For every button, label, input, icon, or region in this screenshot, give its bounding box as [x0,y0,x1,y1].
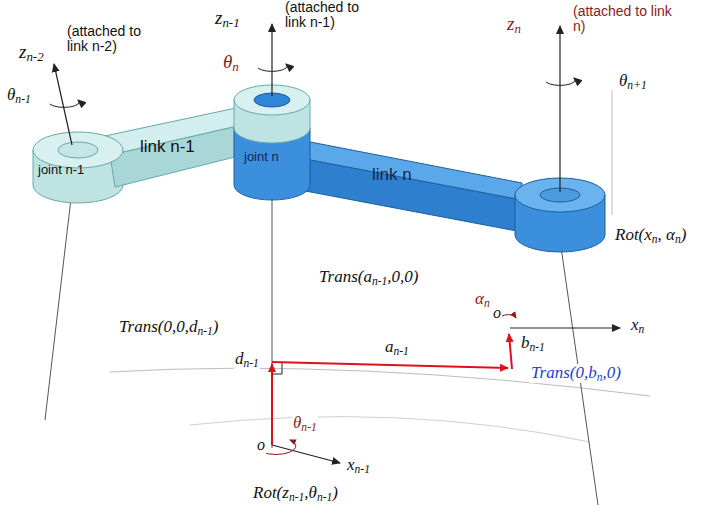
axis-note: (attached to link n-2) [66,24,164,55]
offset-label: dn-1 [234,350,260,369]
z-axis [559,26,560,192]
transform-label: Trans(0,bn,0) [530,364,622,383]
transform-label: Rot(xn, αn) [614,226,688,245]
right-angle-mark [272,362,282,374]
transform-label: Trans(0,0,dn-1) [118,318,220,337]
link-name: link n-1 [140,138,195,157]
link-bar [300,158,522,232]
twist-angle: αn [474,290,491,309]
axis-label: xn [630,316,645,335]
rotation-arrow [50,100,79,107]
translation-arrow [272,362,508,368]
joint-angle: θn-1 [6,86,32,105]
origin-label: o [256,436,266,454]
offset-label: bn-1 [520,334,546,353]
transform-label: Trans(an-1,0,0) [318,268,420,287]
joint-angle: θn-1 [292,414,318,433]
link-name: link n [372,166,412,185]
joint-name: joint n-1 [38,163,84,177]
origin-label: o [492,304,502,322]
axis-label: xn-1 [346,456,371,475]
z-axis [271,24,272,96]
translation-arrow [271,364,273,445]
length-label: an-1 [384,338,410,357]
translation-arrow [509,334,512,369]
axis-extension [45,190,72,420]
joint-hub [58,142,98,158]
axis-label: zn-2 [18,42,45,63]
guide-line [612,90,613,215]
x-axis [510,327,620,328]
axis-extension [272,185,273,448]
rotation-arrow [262,440,296,454]
rotation-arrow [258,64,287,71]
axis-note: (attached to link n) [572,4,684,35]
joint-name: joint n [244,150,279,164]
rotation-arrow [546,78,575,85]
axis-label: zn [506,14,522,35]
joint-angle: θn+1 [618,72,648,91]
transform-label: Rot(zn-1,θn-1) [252,484,339,503]
axis-note: (attached to link n-1) [284,0,382,31]
plane-line [190,417,590,442]
axis-label: zn-1 [214,8,241,29]
joint-angle: θn [222,52,240,73]
z-axis [54,64,72,145]
link-bar [300,140,522,200]
